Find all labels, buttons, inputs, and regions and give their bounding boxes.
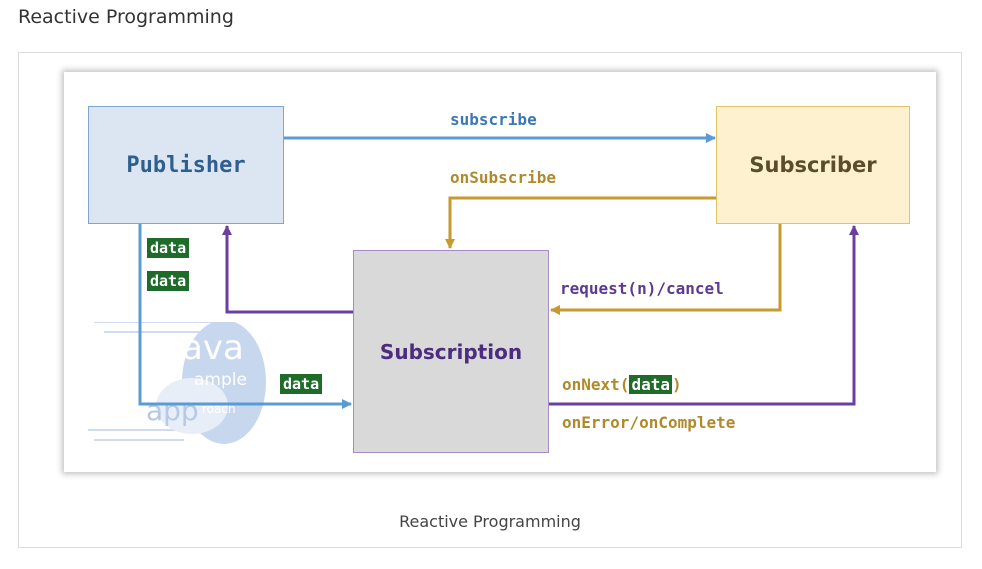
- publisher-node: Publisher: [88, 106, 284, 224]
- subscription-label: Subscription: [379, 339, 523, 364]
- label-on-next-prefix: onNext(: [562, 375, 630, 394]
- subscriber-label: Subscriber: [749, 153, 877, 177]
- watermark-word-1: ava: [182, 328, 244, 368]
- arrows-layer: [138, 133, 859, 409]
- watermark-word-3: app: [146, 394, 199, 427]
- reactive-diagram: ava ample app roach: [64, 72, 936, 472]
- subscriber-node: Subscriber: [716, 106, 910, 224]
- data-tag-1: data: [147, 238, 190, 258]
- figure-caption: Reactive Programming: [399, 512, 581, 531]
- arrow-on-subscribe: [445, 196, 716, 249]
- label-subscribe: subscribe: [450, 110, 537, 129]
- publisher-label: Publisher: [126, 152, 246, 178]
- label-on-subscribe: onSubscribe: [450, 168, 556, 187]
- arrow-request-cancel: [550, 224, 782, 315]
- label-on-next-data: data: [629, 375, 672, 394]
- arrow-request-to-publisher: [222, 225, 353, 314]
- page-title: Reactive Programming: [18, 6, 234, 28]
- arrow-publisher-data: [138, 224, 352, 409]
- subscription-node: Subscription: [353, 250, 549, 453]
- label-on-error-complete: onError/onComplete: [562, 413, 736, 432]
- data-tag-2: data: [147, 271, 190, 291]
- label-request-cancel: request(n)/cancel: [560, 279, 724, 298]
- arrow-on-next: [549, 225, 859, 406]
- watermark-word-2: ample: [194, 370, 247, 390]
- label-on-next: onNext(data): [562, 375, 682, 394]
- label-on-next-suffix: ): [671, 375, 682, 394]
- data-tag-3: data: [280, 374, 323, 394]
- watermark-logo: ava ample app roach: [74, 320, 274, 462]
